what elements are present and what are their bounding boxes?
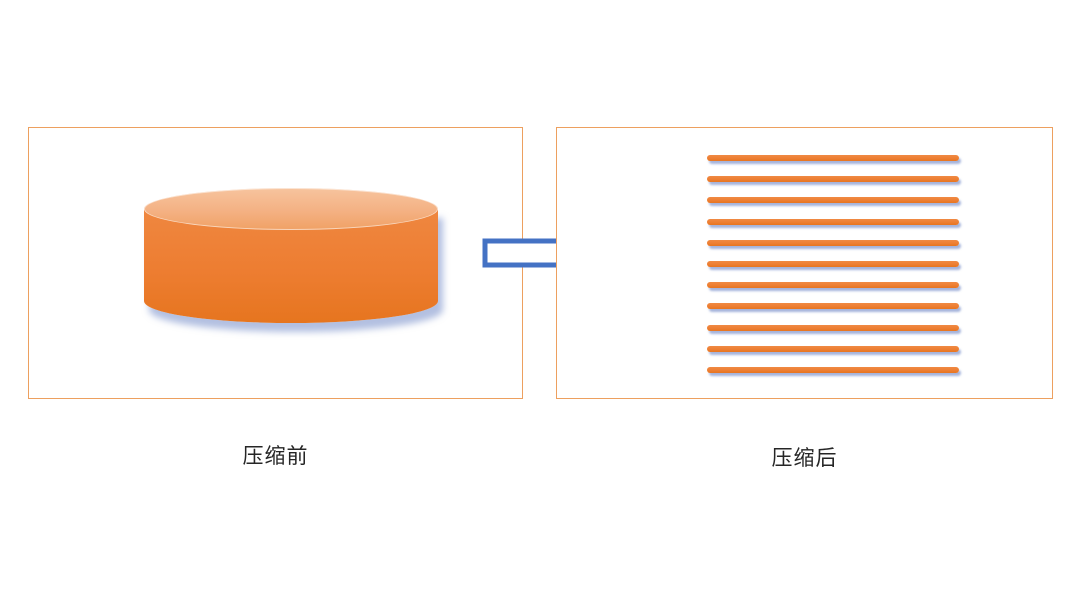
- compressed-bar: [707, 260, 959, 267]
- compressed-bar: [707, 239, 959, 246]
- compressed-bars-stack: [707, 155, 959, 373]
- compressed-bar: [707, 324, 959, 331]
- before-label: 压缩前: [242, 445, 309, 468]
- cylinder-top-ellipse: [144, 188, 438, 230]
- compressed-bar: [707, 155, 959, 161]
- compressed-bar: [707, 176, 959, 183]
- before-compression-box: [28, 127, 523, 399]
- compressed-bar: [707, 366, 959, 373]
- after-compression-box: [556, 127, 1053, 399]
- compressed-bar: [707, 303, 959, 310]
- compressed-bar: [707, 197, 959, 204]
- compressed-bar: [707, 345, 959, 352]
- database-cylinder-icon: [144, 188, 438, 326]
- compressed-bar: [707, 282, 959, 289]
- after-label: 压缩后: [771, 447, 838, 470]
- compressed-bar: [707, 218, 959, 225]
